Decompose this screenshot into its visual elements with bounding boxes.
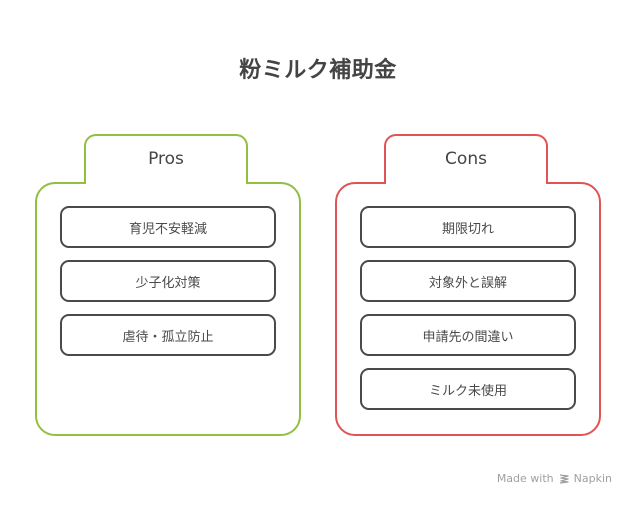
- pros-item-text: 少子化対策: [135, 275, 201, 291]
- made-with-text: Made with: [496, 472, 554, 485]
- napkin-brand-text: Napkin: [573, 472, 612, 485]
- diagram-title: 粉ミルク補助金: [239, 58, 397, 83]
- napkin-watermark: Made with Napkin: [497, 472, 612, 485]
- napkin-logo-icon: [559, 473, 569, 484]
- cons-item: 対象外と誤解: [360, 260, 576, 302]
- cons-item: 申請先の間違い: [360, 314, 576, 356]
- cons-tab: Cons: [384, 134, 548, 184]
- pros-label: Pros: [148, 149, 184, 169]
- cons-item-text: ミルク未使用: [428, 383, 507, 399]
- cons-item-text: 対象外と誤解: [428, 275, 507, 291]
- pros-item-text: 育児不安軽減: [128, 221, 207, 237]
- pros-item-text: 虐待・孤立防止: [122, 329, 214, 345]
- cons-item-text: 申請先の間違い: [422, 329, 514, 345]
- cons-item-text: 期限切れ: [441, 221, 494, 237]
- pros-item: 育児不安軽減: [60, 206, 276, 248]
- pros-tab: Pros: [84, 134, 248, 184]
- pros-item: 少子化対策: [60, 260, 276, 302]
- cons-item: 期限切れ: [360, 206, 576, 248]
- cons-item: ミルク未使用: [360, 368, 576, 410]
- cons-label: Cons: [445, 149, 487, 169]
- pros-item: 虐待・孤立防止: [60, 314, 276, 356]
